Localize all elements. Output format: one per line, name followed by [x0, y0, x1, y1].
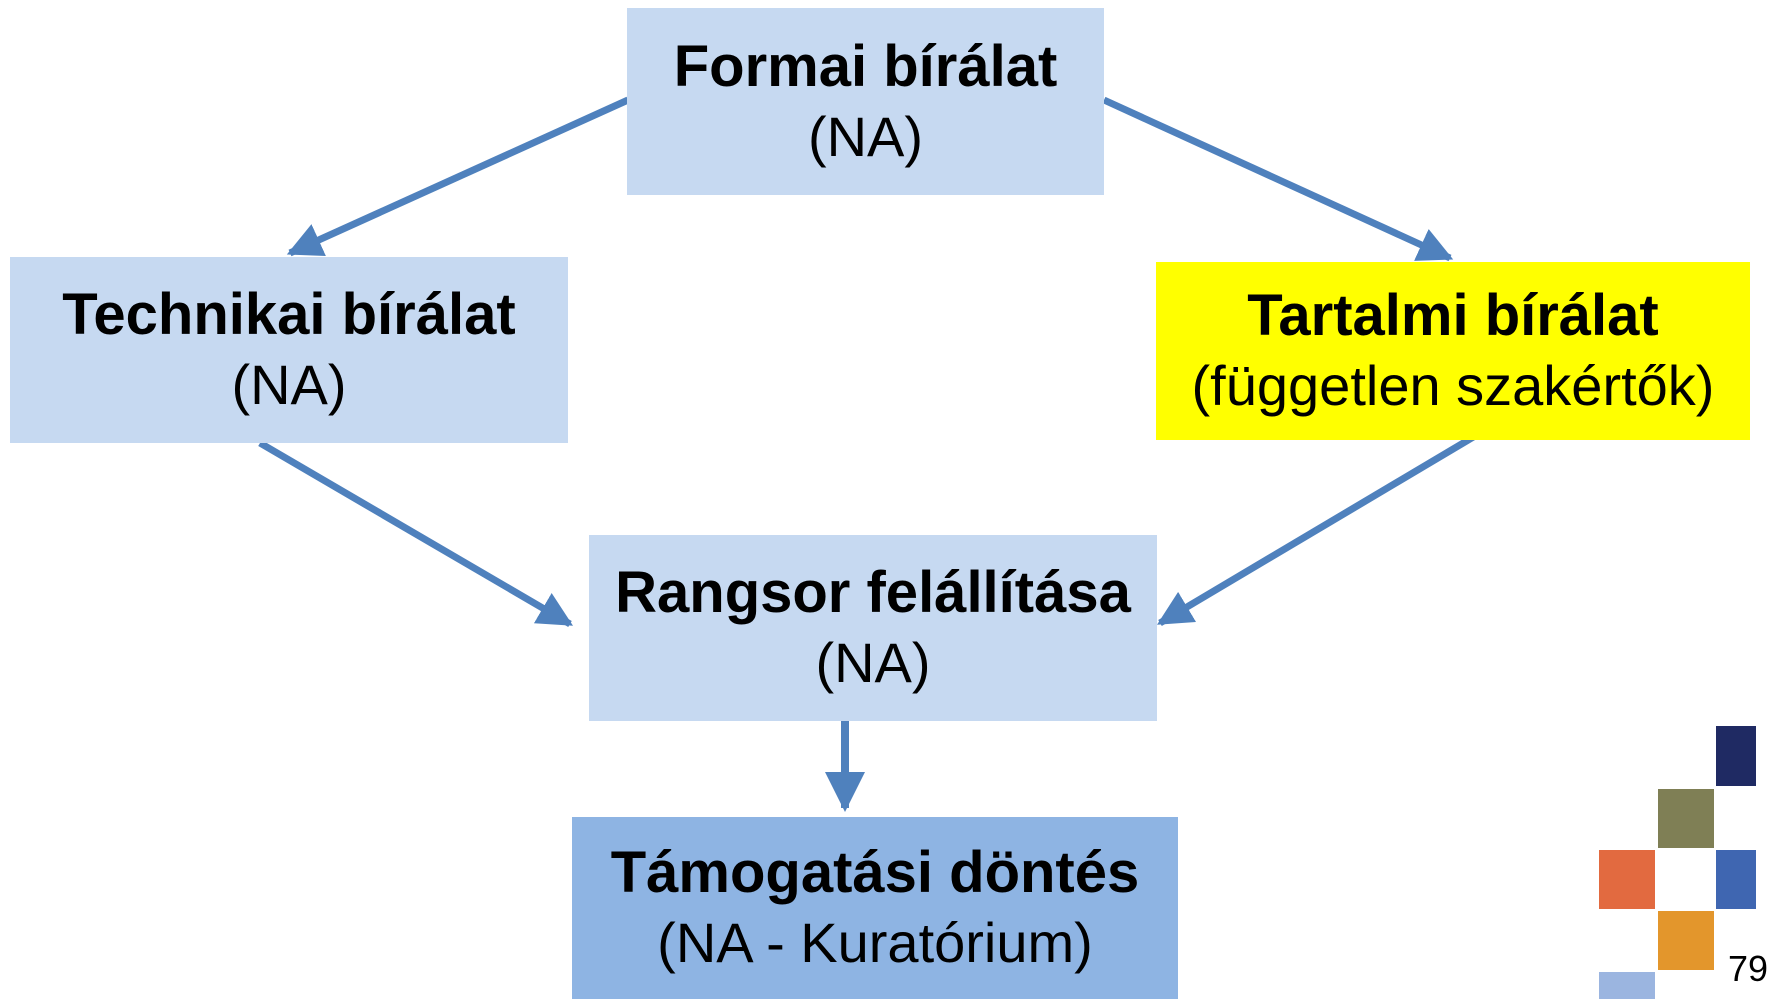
node-tartalmi-title: Tartalmi bírálat — [1247, 283, 1659, 349]
node-tamogatasi-title: Támogatási döntés — [610, 840, 1140, 906]
node-tartalmi-subtitle: (független szakértők) — [1191, 354, 1715, 418]
arrow-tartalmi-to-rangsor — [1156, 432, 1477, 627]
arrow-formai-to-tartalmi — [1102, 96, 1454, 262]
node-technikai-biralat: Technikai bírálat (NA) — [10, 257, 568, 443]
page-number: 79 — [1728, 948, 1768, 989]
node-technikai-title: Technikai bírálat — [62, 282, 516, 348]
node-formai-subtitle: (NA) — [807, 104, 924, 168]
node-rangsor-subtitle: (NA) — [815, 631, 931, 695]
node-tartalmi-biralat: Tartalmi bírálat (független szakértők) — [1156, 262, 1750, 440]
node-tamogatasi-subtitle: (NA - Kuratórium) — [657, 911, 1093, 975]
node-rangsor-title: Rangsor felállítása — [615, 560, 1131, 626]
node-technikai-subtitle: (NA) — [231, 353, 347, 417]
logo-tile-olive — [1658, 789, 1714, 848]
node-rangsor-felallitasa: Rangsor felállítása (NA) — [589, 535, 1157, 721]
logo-tile-navy — [1716, 726, 1756, 786]
logo-tile-amber — [1658, 911, 1714, 970]
node-formai-biralat: Formai bírálat (NA) — [627, 8, 1104, 195]
arrow-technikai-to-rangsor — [258, 439, 574, 628]
node-formai-title: Formai bírálat — [673, 33, 1058, 99]
logo-tile-lightblue — [1599, 972, 1655, 999]
logo-tile-orange — [1599, 850, 1655, 909]
logo-tile-blue — [1716, 850, 1756, 909]
arrow-formai-to-technikai — [286, 96, 630, 257]
node-tamogatasi-dontes: Támogatási döntés (NA - Kuratórium) — [572, 817, 1178, 999]
